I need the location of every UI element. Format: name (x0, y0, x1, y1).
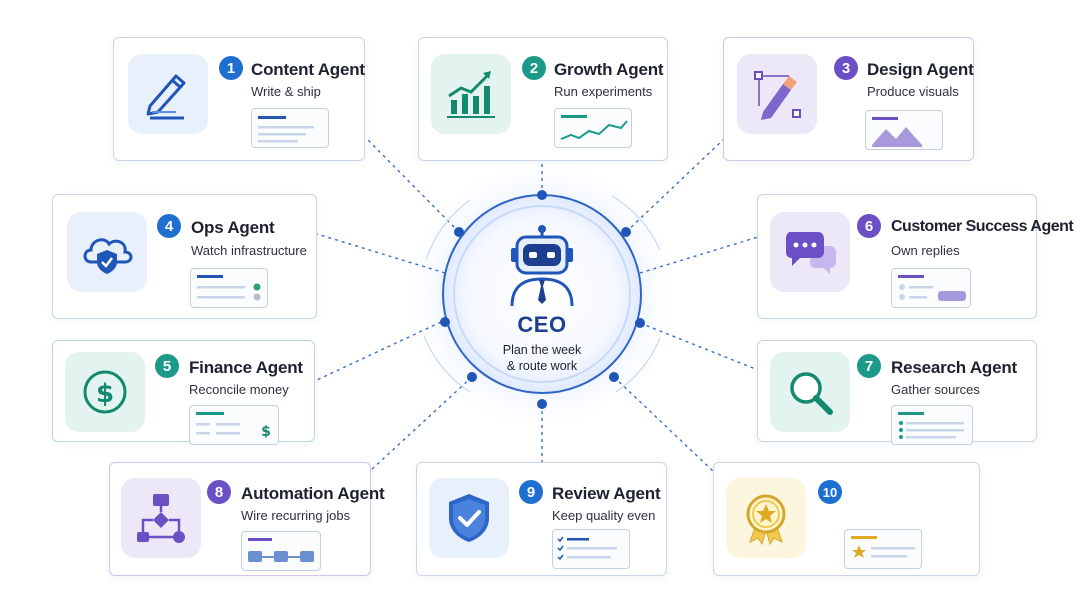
review-agent-card[interactable]: 9 Review Agent Keep quality even (416, 462, 667, 576)
robot-icon (510, 225, 574, 307)
agent-subtitle: Reconcile money (189, 382, 289, 397)
agent-title: Review Agent (552, 484, 661, 503)
pen-icon (128, 54, 208, 134)
agent-subtitle: Gather sources (891, 382, 980, 397)
ceo-hub: CEO Plan the week & route work (442, 194, 642, 394)
agent-title: Growth Agent (554, 60, 664, 79)
chat-bubbles-icon (770, 212, 850, 292)
ceo-description-line2: & route work (506, 359, 578, 373)
agent-number-badge: 1 (219, 56, 243, 80)
agent-title: Design Agent (867, 60, 974, 79)
agent-subtitle: Own replies (891, 243, 960, 258)
agent-subtitle: Run experiments (554, 84, 653, 99)
cloud-shield-icon (67, 212, 147, 292)
growth-agent-card[interactable]: 2 Growth Agent Run experiments (418, 37, 668, 161)
ceo-description-line1: Plan the week (502, 343, 582, 357)
bar-chart-icon (431, 54, 511, 134)
image-preview-icon (865, 110, 943, 150)
agent-number-badge: 7 (857, 354, 881, 378)
agent-number-badge: 2 (522, 56, 546, 80)
award-ribbon-icon (726, 478, 806, 558)
agent-number-badge: 8 (207, 480, 231, 504)
dollar-icon: $ (65, 352, 145, 432)
ledger-preview-icon: $ (189, 405, 279, 445)
vector-pen-icon (737, 54, 817, 134)
money-symbol: $ (261, 424, 271, 440)
trend-preview-icon (554, 108, 632, 148)
magnifier-icon (770, 352, 850, 432)
agent-number-badge: 10 (818, 480, 842, 504)
agent-subtitle: Produce visuals (867, 84, 959, 99)
design-agent-card[interactable]: 3 Design Agent Produce visuals (723, 37, 974, 161)
shield-check-icon (429, 478, 509, 558)
agent-subtitle: Keep quality even (552, 508, 656, 523)
flowchart-icon (121, 478, 201, 558)
agent-subtitle: Wire recurring jobs (241, 508, 351, 523)
agent-title: Automation Agent (241, 484, 385, 503)
agent-title: Research Agent (891, 358, 1018, 377)
rating-preview-icon (844, 529, 922, 569)
doc-preview-icon (251, 108, 329, 148)
agent-number-badge: 9 (519, 480, 543, 504)
agent-subtitle: Write & ship (251, 84, 321, 99)
reply-preview-icon (891, 268, 971, 308)
status-preview-icon (190, 268, 268, 308)
agent-number-badge: 3 (834, 56, 858, 80)
research-agent-card[interactable]: 7 Research Agent Gather sources (757, 340, 1037, 445)
sources-preview-icon (891, 405, 973, 445)
agent-subtitle: Watch infrastructure (191, 243, 307, 258)
agent-10-card[interactable]: 10 (713, 462, 980, 576)
finance-agent-card[interactable]: $ 5 Finance Agent Reconcile money $ (52, 340, 315, 445)
agent-title: Content Agent (251, 60, 365, 79)
agent-title: Customer Success Agent (891, 218, 1074, 235)
ceo-title: CEO (517, 312, 567, 337)
agent-number-badge: 5 (155, 354, 179, 378)
agent-title: Finance Agent (189, 358, 303, 377)
checklist-preview-icon (552, 529, 630, 569)
agent-title: Ops Agent (191, 218, 275, 237)
agent-number-badge: 6 (857, 214, 881, 238)
pipeline-preview-icon (241, 531, 321, 571)
content-agent-card[interactable]: 1 Content Agent Write & ship (113, 37, 365, 161)
ops-agent-card[interactable]: 4 Ops Agent Watch infrastructure (52, 194, 317, 319)
automation-agent-card[interactable]: 8 Automation Agent Wire recurring jobs (109, 462, 385, 576)
agent-number-badge: 4 (157, 214, 181, 238)
svg-text:$: $ (96, 379, 114, 409)
customer-success-agent-card[interactable]: 6 Customer Success Agent Own replies (757, 194, 1074, 319)
